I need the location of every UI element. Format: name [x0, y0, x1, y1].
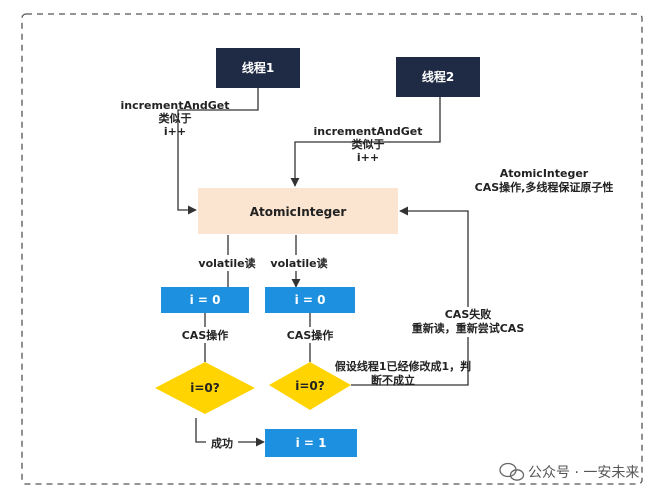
t1-call-line1: incrementAndGet — [121, 99, 230, 112]
note-line1: AtomicInteger — [500, 167, 589, 180]
atomic-integer-label: AtomicInteger — [250, 205, 347, 219]
edge-thread2-to-atomic — [290, 96, 441, 187]
fail-assume-line1: 假设线程1已经修改成1，判 — [335, 359, 471, 373]
edge-check-left-to-result — [195, 418, 265, 447]
thread1-node: 线程1 — [216, 48, 300, 88]
wechat-icon — [499, 462, 525, 481]
cas-fail-label: CAS失败 重新读，重新尝试CAS — [412, 307, 525, 337]
check-left-node: i=0? — [155, 362, 255, 414]
check-left-label: i=0? — [190, 381, 220, 395]
outer-dashed-border — [21, 13, 643, 485]
t1-call-label: incrementAndGet 类似于 i++ — [121, 99, 230, 138]
edge-thread1-to-atomic — [177, 88, 259, 215]
fail-assume-line2: 断不成立 — [371, 373, 415, 387]
result-node: i = 1 — [265, 429, 357, 457]
check-right-node: i=0? — [269, 362, 351, 410]
t1-call-line3: i++ — [164, 125, 186, 138]
t2-call-line1: incrementAndGet — [314, 125, 423, 138]
read-left-label: i = 0 — [190, 293, 221, 307]
watermark-text: 公众号 · 一安未来 — [528, 465, 639, 481]
volatile-left-label: volatile读 — [198, 256, 255, 270]
edge-cas-fail-retry — [351, 206, 469, 386]
t2-call-line3: i++ — [357, 151, 379, 164]
check-right-label: i=0? — [295, 379, 325, 393]
result-label: i = 1 — [296, 436, 327, 450]
t2-call-line2: 类似于 — [352, 137, 385, 151]
note-line2: CAS操作,多线程保证原子性 — [475, 180, 614, 194]
fail-assume-label: 假设线程1已经修改成1，判 断不成立 — [335, 359, 471, 387]
read-left-node: i = 0 — [161, 287, 249, 313]
success-label: 成功 — [211, 436, 233, 450]
atomic-note: AtomicInteger CAS操作,多线程保证原子性 — [475, 167, 614, 194]
watermark: 公众号 · 一安未来 — [499, 462, 639, 481]
t2-call-label: incrementAndGet 类似于 i++ — [314, 125, 423, 164]
thread2-node: 线程2 — [396, 57, 480, 97]
read-right-node: i = 0 — [265, 287, 355, 313]
read-right-label: i = 0 — [295, 293, 326, 307]
cas-fail-line2: 重新读，重新尝试CAS — [412, 321, 525, 335]
cas-right-label: CAS操作 — [287, 328, 334, 342]
cas-left-label: CAS操作 — [182, 328, 229, 342]
t1-call-line2: 类似于 — [159, 111, 192, 125]
cas-fail-line1: CAS失败 — [445, 307, 492, 321]
volatile-right-label: volatile读 — [270, 256, 327, 270]
thread1-label: 线程1 — [242, 60, 274, 75]
thread2-label: 线程2 — [422, 69, 454, 84]
atomic-integer-node: AtomicInteger — [198, 188, 398, 234]
